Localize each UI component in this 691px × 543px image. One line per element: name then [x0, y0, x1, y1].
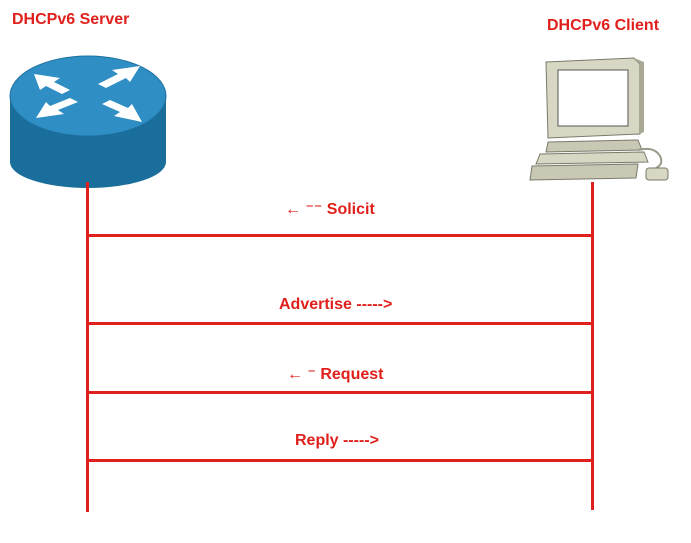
request-label: ← ⁻ Request [287, 366, 384, 383]
router-icon [9, 55, 167, 188]
client-lifeline [591, 182, 594, 510]
reply-line [88, 459, 594, 462]
request-line [88, 391, 594, 394]
client-title: DHCPv6 Client [547, 17, 660, 34]
solicit-label: ← ⁻⁻ Solicit [285, 201, 375, 218]
solicit-line [88, 234, 594, 237]
server-title: DHCPv6 Server [12, 11, 130, 28]
computer-icon [529, 57, 669, 181]
reply-label: Reply -----> [295, 432, 379, 449]
advertise-label: Advertise -----> [279, 296, 393, 313]
advertise-line [88, 322, 594, 325]
server-lifeline [86, 182, 89, 512]
